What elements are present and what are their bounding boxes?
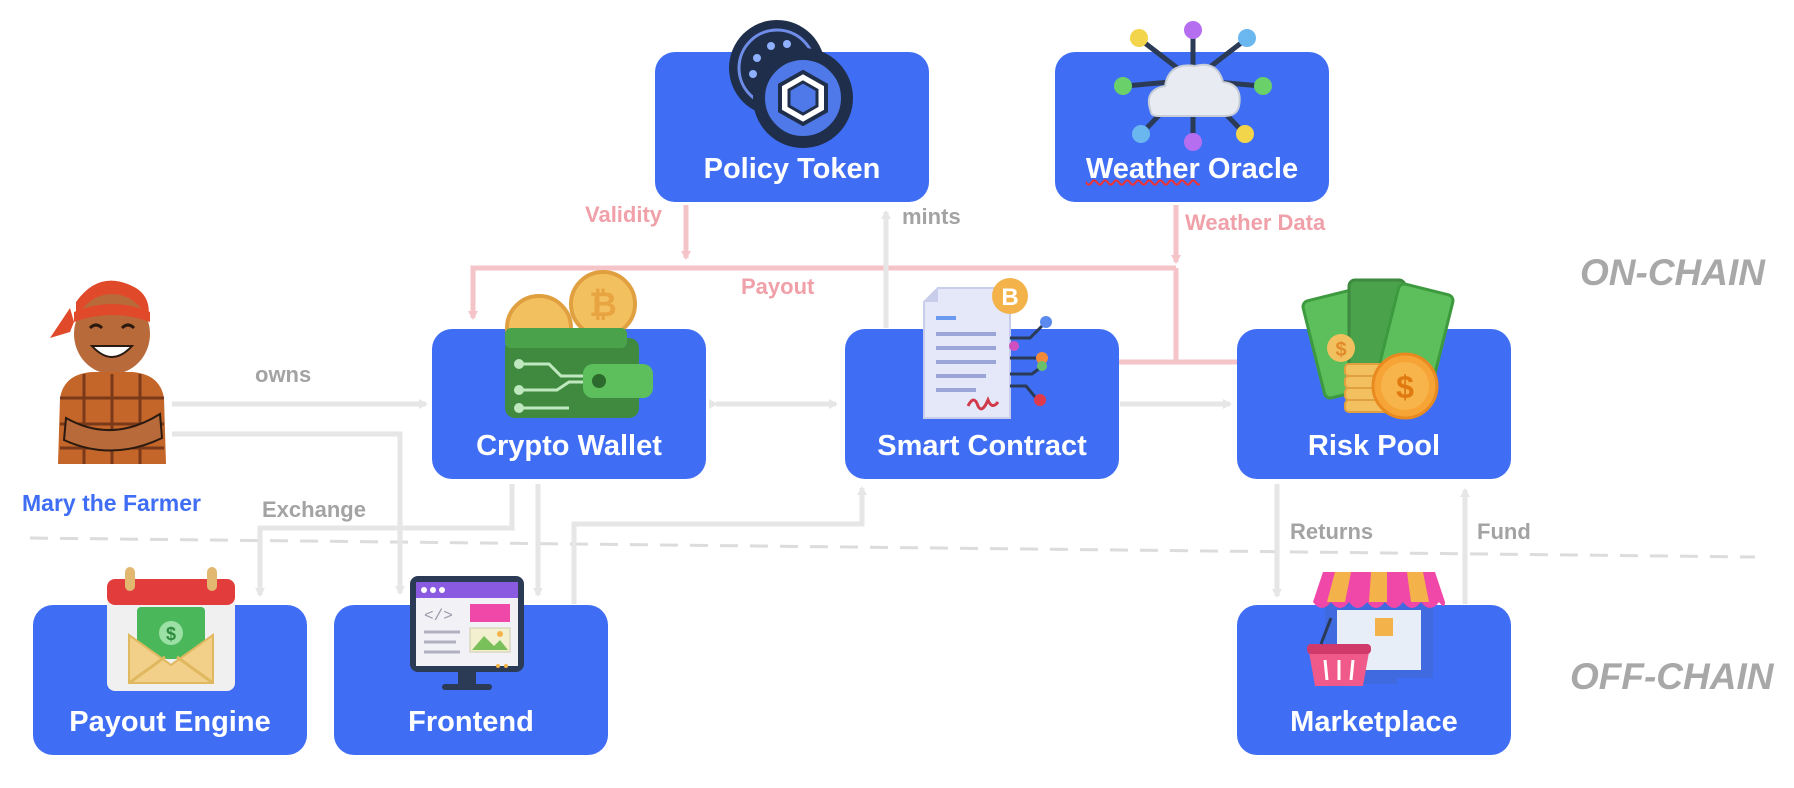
calendar-envelope-icon: $ xyxy=(107,567,235,691)
code-monitor-icon: </> xyxy=(410,576,524,690)
mints-label: mints xyxy=(902,204,961,229)
frontend-contract-arrow xyxy=(571,486,867,604)
svg-text:$: $ xyxy=(1396,369,1414,405)
svg-text:B: B xyxy=(1001,284,1018,311)
exchange-arrow xyxy=(255,484,515,597)
owns-label: owns xyxy=(255,362,312,387)
bitcoin-wallet-icon: ₿ xyxy=(505,270,653,418)
returns-label: Returns xyxy=(1290,519,1374,544)
money-coins-icon: $ $ xyxy=(1301,278,1455,420)
payout-engine-label: Payout Engine xyxy=(69,706,271,738)
svg-text:</>: </> xyxy=(424,607,453,625)
crypto-wallet-label: Crypto Wallet xyxy=(476,430,662,462)
weather-oracle-label: Weather Oracle xyxy=(1085,153,1299,185)
contract-document-icon: B xyxy=(923,278,1052,419)
cloud-network-icon xyxy=(1114,21,1272,151)
chain-boundary-line xyxy=(29,536,1756,559)
on-chain-zone-label: ON-CHAIN xyxy=(1580,252,1765,293)
hexagon-coin-icon xyxy=(729,20,853,148)
farmer-avatar xyxy=(50,280,166,464)
off-chain-zone-label: OFF-CHAIN xyxy=(1570,656,1774,697)
payout-label: Payout xyxy=(741,274,815,299)
exchange-label: Exchange xyxy=(262,497,366,522)
frontend-label: Frontend xyxy=(408,706,534,738)
weather-data-label: Weather Data xyxy=(1185,210,1326,235)
svg-text:₿: ₿ xyxy=(589,286,617,324)
farmer-frontend-arrow xyxy=(172,431,405,595)
svg-text:$: $ xyxy=(166,624,176,644)
policy-token-label: Policy Token xyxy=(703,153,881,185)
risk-pool-label: Risk Pool xyxy=(1307,430,1441,462)
farmer-name-label: Mary the Farmer xyxy=(22,490,201,516)
marketplace-label: Marketplace xyxy=(1290,706,1458,738)
fund-label: Fund xyxy=(1477,519,1531,544)
validity-label: Validity xyxy=(585,202,663,227)
svg-text:$: $ xyxy=(1335,339,1346,361)
smart-contract-label: Smart Contract xyxy=(877,430,1087,462)
payout-arrow xyxy=(468,265,1176,320)
storefront-basket-icon xyxy=(1307,572,1445,686)
contract-riskpool-pink-link xyxy=(1117,268,1179,365)
